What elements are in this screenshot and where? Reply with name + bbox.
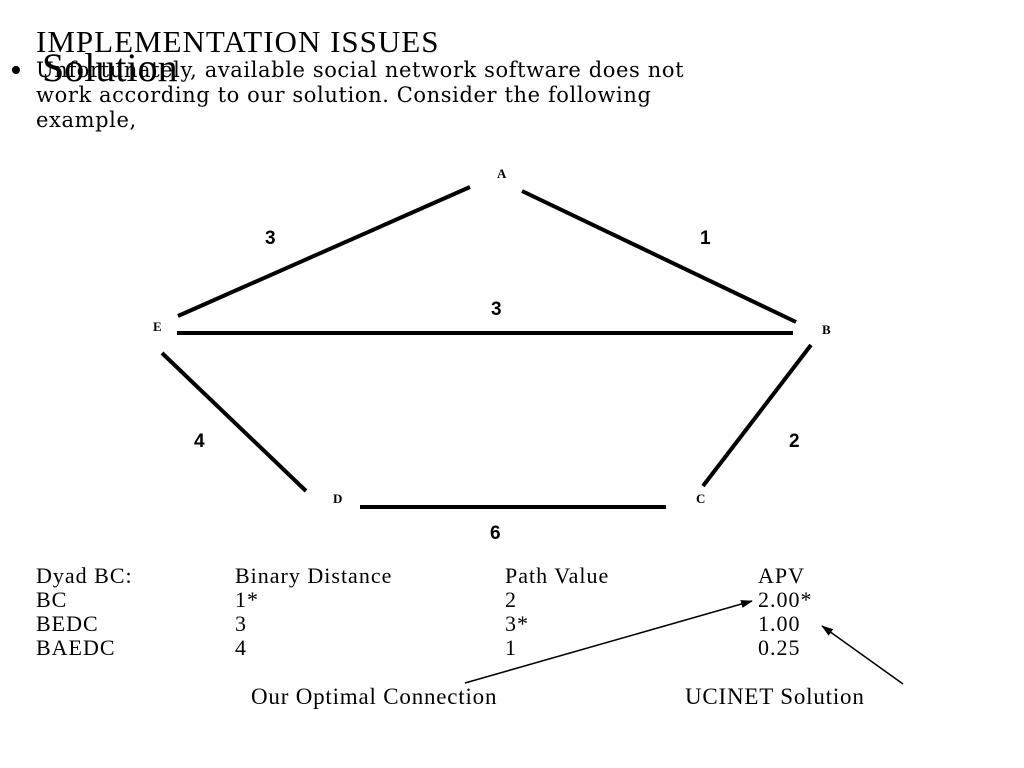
intro-line-3: example, (36, 108, 137, 132)
table-header-binary-distance: Binary Distance (235, 563, 393, 588)
table-cell: 0.25 (758, 635, 801, 660)
table-header-path-value: Path Value (505, 563, 610, 588)
table-cell: 1* (235, 587, 259, 612)
table-cell: 2.00* (758, 587, 813, 612)
node-a-label: A (497, 166, 507, 181)
intro-line-1: Unfortunately, available social network … (36, 58, 685, 82)
ucinet-solution-label: UCINET Solution (685, 684, 865, 709)
node-e-label: E (153, 319, 162, 334)
ucinet-arrow-icon (821, 625, 904, 685)
table-cell: BEDC (36, 611, 99, 636)
bullet-text: Solution (42, 45, 178, 90)
node-d-label: D (333, 491, 342, 506)
table-cell: 3* (505, 611, 529, 636)
table-cell: BC (36, 587, 68, 612)
edge-a-b (521, 189, 797, 324)
optimal-connection-label: Our Optimal Connection (251, 684, 498, 709)
table-cell: 4 (235, 635, 247, 660)
slide-title: IMPLEMENTATION ISSUES (36, 24, 440, 59)
edge-e-d-weight: 4 (194, 431, 205, 452)
node-c-label: C (696, 491, 705, 506)
edge-b-c (701, 343, 813, 488)
edge-b-c-weight: 2 (789, 431, 800, 452)
edge-a-e (177, 185, 471, 318)
optimal-arrow-icon (464, 600, 753, 684)
table-cell: 2 (505, 587, 517, 612)
network-diagram: A B C D E 3 1 3 4 2 6 (153, 166, 831, 544)
table-header-dyad: Dyad BC: (36, 563, 133, 588)
bullet-item: • Solution (10, 48, 178, 88)
table-cell: 3 (235, 611, 247, 636)
table-cell: BAEDC (36, 635, 116, 660)
edge-a-b-weight: 1 (700, 228, 711, 249)
node-b-label: B (822, 322, 831, 337)
intro-paragraph: Unfortunately, available social network … (36, 58, 684, 133)
intro-line-2: work according to our solution. Consider… (36, 83, 652, 107)
bullet-dot-icon: • (10, 52, 22, 89)
edge-d-c-weight: 6 (490, 523, 501, 544)
table-header-apv: APV (758, 563, 806, 588)
edge-e-d (160, 351, 308, 493)
edge-e-b-weight: 3 (491, 299, 502, 320)
table-cell: 1 (505, 635, 517, 660)
table-cell: 1.00 (758, 611, 801, 636)
edge-a-e-weight: 3 (265, 228, 276, 249)
